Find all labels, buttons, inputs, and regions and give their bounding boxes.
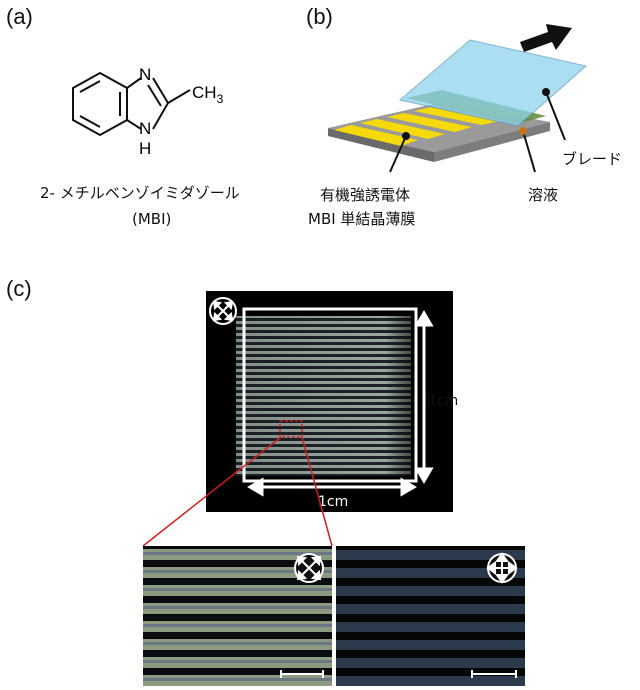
horizontal-scale-label: 1cm <box>318 494 349 510</box>
atom-n-bottom: N <box>139 119 151 138</box>
crossed-polarizer-photo <box>206 291 453 512</box>
mbi-abbreviation: (MBI) <box>132 210 172 228</box>
atom-n-top: N <box>139 65 151 84</box>
solution-label: 溶液 <box>528 186 559 204</box>
polarizer-icon-main <box>209 297 237 325</box>
blade-coating-schematic <box>328 24 588 173</box>
film-label-line1: 有機強誘電体 <box>320 186 411 204</box>
movement-arrow <box>520 24 572 52</box>
mbi-name: 2- メチルベンゾイミダゾール <box>40 184 240 202</box>
substrate-front <box>328 128 434 162</box>
panel-c-label: (c) <box>6 276 32 301</box>
zoom-photo-left <box>143 546 332 686</box>
benzene-ring <box>72 71 128 137</box>
imidazole-ring <box>126 77 191 130</box>
panel-b-label: (b) <box>306 4 333 29</box>
methyl-group: CH3 <box>192 83 224 106</box>
atom-h: H <box>139 139 151 158</box>
vertical-scale-label: 1cm <box>428 393 459 409</box>
film-label-line2: MBI 単結晶薄膜 <box>308 210 416 228</box>
blade <box>398 39 588 127</box>
mbi-structure: N N H CH3 <box>72 65 224 158</box>
panel-a-label: (a) <box>6 4 33 29</box>
zoom-photo-right <box>336 546 525 686</box>
blade-label: ブレード <box>562 150 623 168</box>
vertical-scale-arrow <box>414 310 434 484</box>
